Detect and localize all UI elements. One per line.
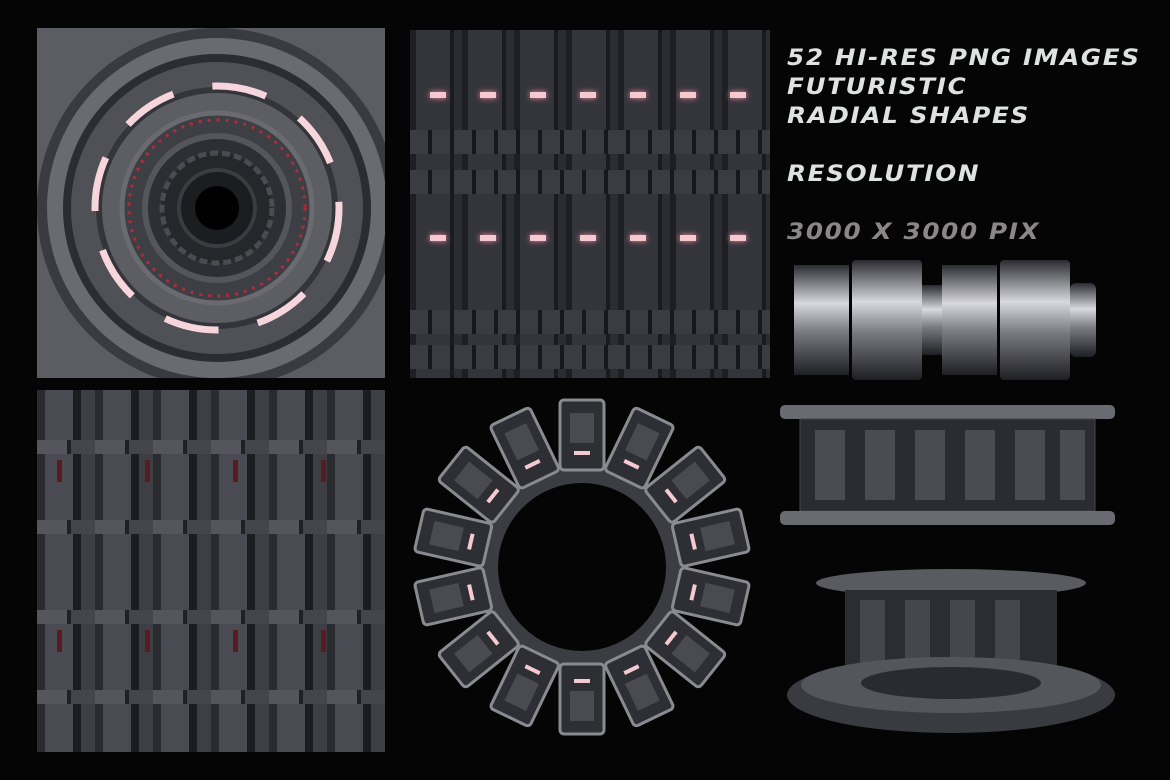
- ring-module: [558, 398, 606, 472]
- panel-band: [410, 170, 770, 194]
- glow-light: [680, 235, 696, 241]
- ring-core: [476, 461, 688, 673]
- red-detail: [233, 630, 238, 652]
- panel-band: [410, 130, 770, 154]
- headline-line-2: FUTURISTIC: [787, 75, 968, 100]
- glow-light: [430, 235, 446, 241]
- glow-light: [730, 235, 746, 241]
- ring-module: [489, 406, 560, 490]
- glow-light: [580, 92, 596, 98]
- ring-module: [644, 610, 727, 689]
- ring-module: [604, 644, 675, 728]
- glow-light: [630, 92, 646, 98]
- preview-module-ring: [413, 398, 751, 736]
- glow-light: [480, 235, 496, 241]
- preview-cylinder: [794, 260, 1096, 380]
- radial-tunnel-graphic: [37, 28, 385, 378]
- red-detail: [145, 460, 150, 482]
- machinery-band: [37, 690, 385, 704]
- red-detail: [57, 630, 62, 652]
- resolution-label: RESOLUTION: [787, 162, 981, 187]
- preview-machinery-texture: [37, 390, 385, 752]
- machinery-band: [37, 440, 385, 454]
- ring-module: [489, 644, 560, 728]
- red-detail: [233, 460, 238, 482]
- ring-module: [670, 507, 751, 568]
- red-detail: [321, 630, 326, 652]
- glow-light: [530, 92, 546, 98]
- preview-tech-panels: [410, 30, 770, 378]
- glow-light: [730, 92, 746, 98]
- preview-radial-tunnel: [37, 28, 385, 378]
- ring-module: [437, 445, 520, 524]
- glow-light: [630, 235, 646, 241]
- panel-band: [410, 310, 770, 334]
- ring-module: [558, 662, 606, 736]
- ring-module: [437, 610, 520, 689]
- headline-line-3: RADIAL SHAPES: [787, 104, 1030, 129]
- glow-light: [480, 92, 496, 98]
- glow-light: [430, 92, 446, 98]
- ring-module: [413, 507, 494, 568]
- machinery-band: [37, 520, 385, 534]
- glow-light: [580, 235, 596, 241]
- red-detail: [145, 630, 150, 652]
- glow-light: [530, 235, 546, 241]
- preview-disc-side: [780, 405, 1115, 525]
- ring-module: [413, 566, 494, 627]
- ring-module: [644, 445, 727, 524]
- ring-module: [670, 566, 751, 627]
- red-detail: [321, 460, 326, 482]
- preview-disc-angled: [787, 569, 1115, 733]
- glow-light: [680, 92, 696, 98]
- resolution-value: 3000 X 3000 PIX: [787, 220, 1041, 245]
- red-detail: [57, 460, 62, 482]
- panel-band: [410, 345, 770, 369]
- ring-module: [604, 406, 675, 490]
- headline-line-1: 52 HI-RES PNG IMAGES: [787, 46, 1141, 71]
- machinery-band: [37, 610, 385, 624]
